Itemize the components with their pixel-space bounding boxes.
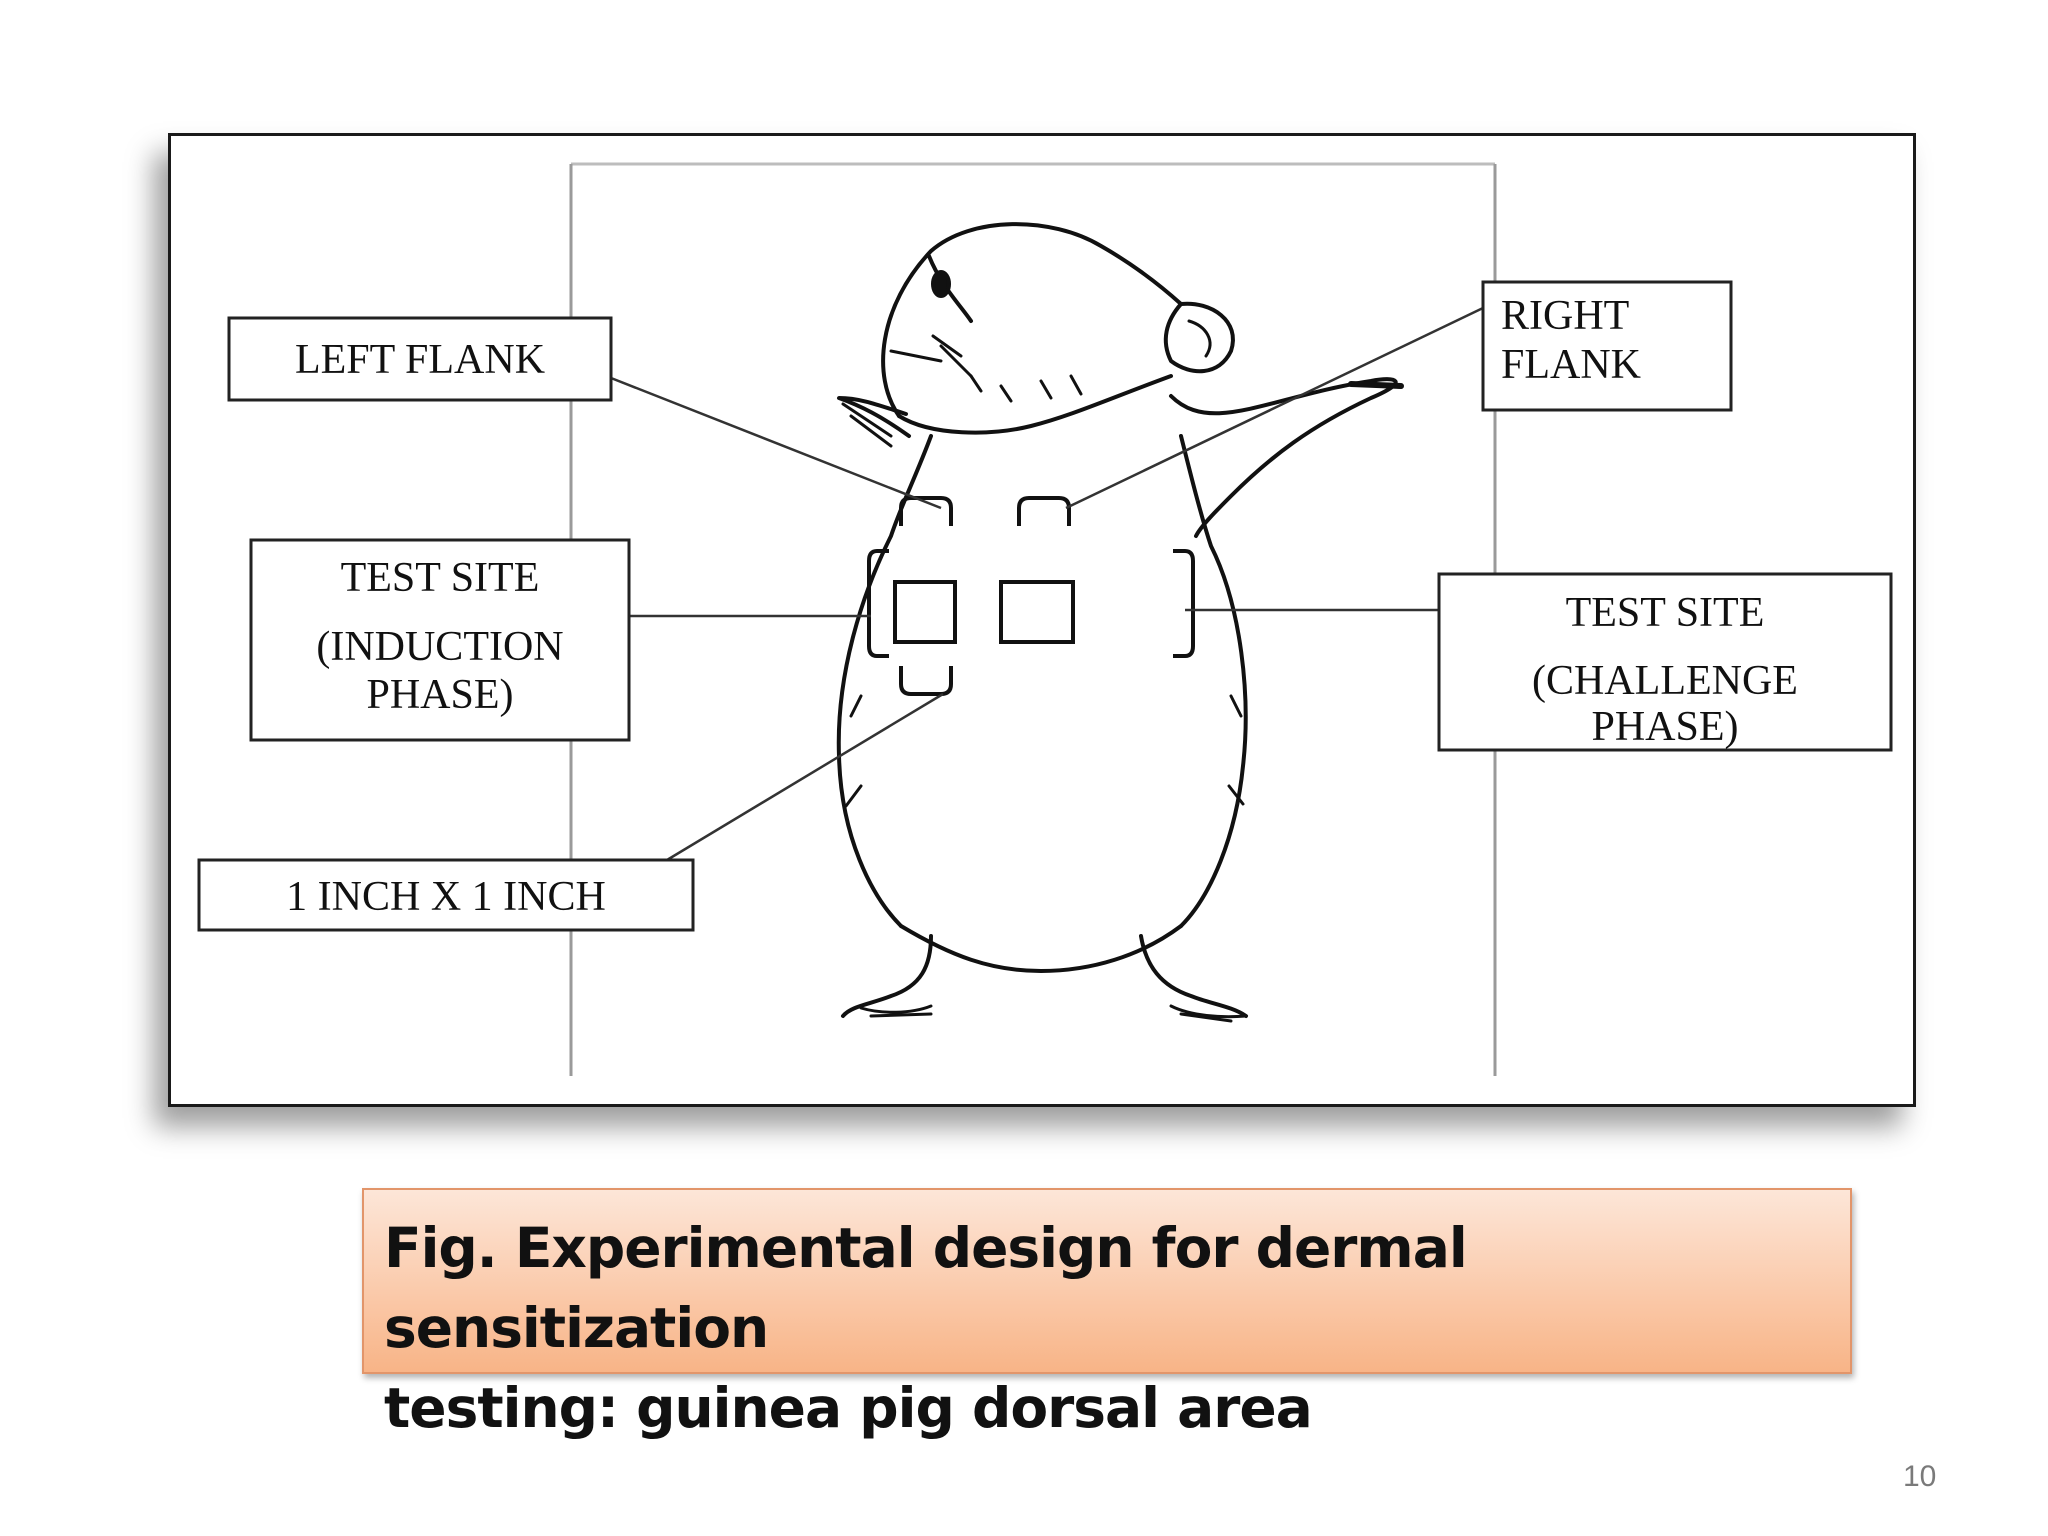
caption-line-1: Fig. Experimental design for dermal sens… [384, 1216, 1468, 1360]
label-patch-size: 1 INCH X 1 INCH [197, 858, 695, 932]
svg-text:PHASE): PHASE) [1591, 704, 1738, 750]
induction-side-bracket [867, 549, 889, 658]
leader-lines [610, 306, 1484, 862]
diagram-figure: LEFT FLANK RIGHT FLANK TEST SITE (INDUCT… [168, 133, 1916, 1107]
induction-top-bracket [899, 496, 953, 526]
svg-text:TEST SITE: TEST SITE [1566, 590, 1765, 636]
challenge-top-bracket [1017, 496, 1071, 526]
svg-text:(CHALLENGE: (CHALLENGE [1532, 658, 1798, 704]
page-number: 10 [1903, 1460, 1937, 1493]
svg-text:TEST SITE: TEST SITE [341, 555, 540, 601]
svg-text:(INDUCTION: (INDUCTION [316, 624, 563, 670]
induction-bottom-bracket [899, 666, 953, 696]
guinea-pig-illustration [836, 222, 1404, 1023]
svg-text:LEFT FLANK: LEFT FLANK [295, 337, 545, 383]
label-induction-site: TEST SITE (INDUCTION PHASE) [249, 538, 631, 742]
caption-line-2: testing: guinea pig dorsal area [384, 1376, 1313, 1440]
label-left-flank: LEFT FLANK [227, 316, 613, 402]
challenge-square [999, 580, 1075, 644]
induction-square [893, 580, 957, 644]
svg-text:1 INCH X 1 INCH: 1 INCH X 1 INCH [286, 874, 606, 920]
label-challenge-site: TEST SITE (CHALLENGE PHASE) [1437, 572, 1893, 752]
guinea-pig-diagram: LEFT FLANK RIGHT FLANK TEST SITE (INDUCT… [197, 162, 1893, 1076]
test-site-markers [867, 496, 1195, 696]
challenge-side-bracket [1173, 549, 1195, 658]
label-right-flank: RIGHT FLANK [1481, 280, 1733, 412]
figure-caption-box: Fig. Experimental design for dermal sens… [362, 1188, 1852, 1440]
svg-text:RIGHT: RIGHT [1501, 293, 1629, 339]
svg-text:PHASE): PHASE) [366, 672, 513, 718]
svg-text:FLANK: FLANK [1501, 342, 1641, 388]
